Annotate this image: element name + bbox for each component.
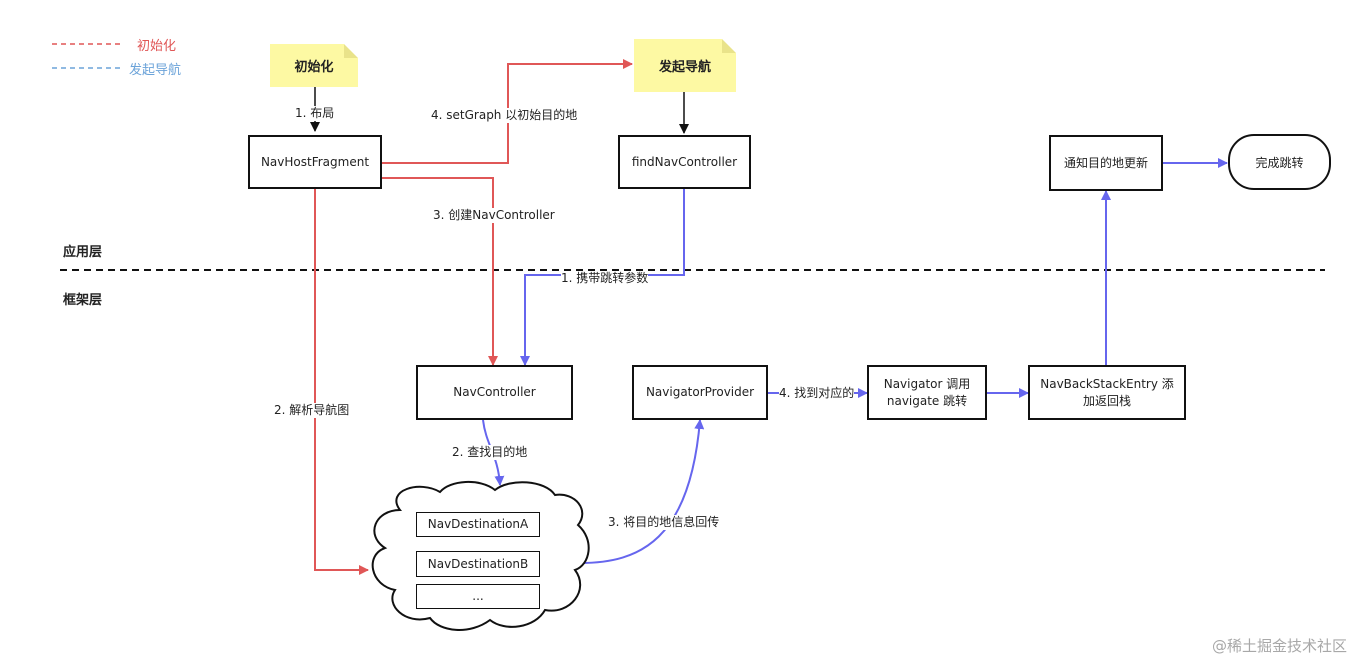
note-fold-icon <box>344 44 358 58</box>
edge-return-info <box>579 419 705 564</box>
destination-label: ... <box>472 589 484 603</box>
destination-item-a: NavDestinationA <box>416 512 540 537</box>
note-init-text: 初始化 <box>294 60 334 75</box>
note-navigate: 发起导航 <box>634 39 736 92</box>
node-nav-controller: NavController <box>416 365 573 420</box>
destination-item-more: ... <box>416 584 540 609</box>
label-create-controller: 3. 创建NavController <box>433 208 555 223</box>
node-label: findNavController <box>631 154 738 169</box>
node-label: 通知目的地更新 <box>1063 155 1148 170</box>
node-nav-host-fragment: NavHostFragment <box>248 135 382 189</box>
edge-parse-graph <box>314 189 369 575</box>
label-find-destination: 2. 查找目的地 <box>452 445 528 460</box>
node-label: NavHostFragment <box>260 154 370 169</box>
node-navigator-provider: NavigatorProvider <box>632 365 768 420</box>
destination-item-b: NavDestinationB <box>416 551 540 577</box>
node-find-nav-controller: findNavController <box>618 135 751 189</box>
node-label: Navigator 调用 navigate 跳转 <box>883 376 971 408</box>
note-fold-icon <box>722 39 736 53</box>
label-return-info: 3. 将目的地信息回传 <box>608 515 720 530</box>
watermark: @稀土掘金技术社区 <box>1211 637 1347 655</box>
edge-create-controller <box>382 177 498 366</box>
layer-framework-label: 框架层 <box>63 293 103 308</box>
label-setgraph: 4. setGraph 以初始目的地 <box>431 108 578 123</box>
node-label: NavBackStackEntry 添加返回栈 <box>1040 376 1174 408</box>
node-complete: 完成跳转 <box>1228 134 1331 190</box>
node-label: NavController <box>453 385 536 399</box>
node-navigator-navigate: Navigator 调用 navigate 跳转 <box>867 365 987 420</box>
node-label: NavigatorProvider <box>645 385 755 399</box>
node-label: 完成跳转 <box>1255 155 1304 170</box>
note-init: 初始化 <box>270 44 358 87</box>
label-layout: 1. 布局 <box>295 106 335 121</box>
legend-init-label: 初始化 <box>137 39 177 54</box>
destination-label: NavDestinationB <box>427 556 529 571</box>
label-find-navigator: 4. 找到对应的 <box>779 386 855 401</box>
label-carry-params: 1. 携带跳转参数 <box>561 271 649 286</box>
layer-app-label: 应用层 <box>63 245 103 260</box>
node-notify-destination: 通知目的地更新 <box>1049 135 1163 191</box>
legend-navigate-label: 发起导航 <box>129 63 182 78</box>
node-back-stack-entry: NavBackStackEntry 添加返回栈 <box>1028 365 1186 420</box>
label-parse-graph: 2. 解析导航图 <box>274 403 350 418</box>
destination-label: NavDestinationA <box>427 517 529 531</box>
note-navigate-text: 发起导航 <box>658 60 711 75</box>
